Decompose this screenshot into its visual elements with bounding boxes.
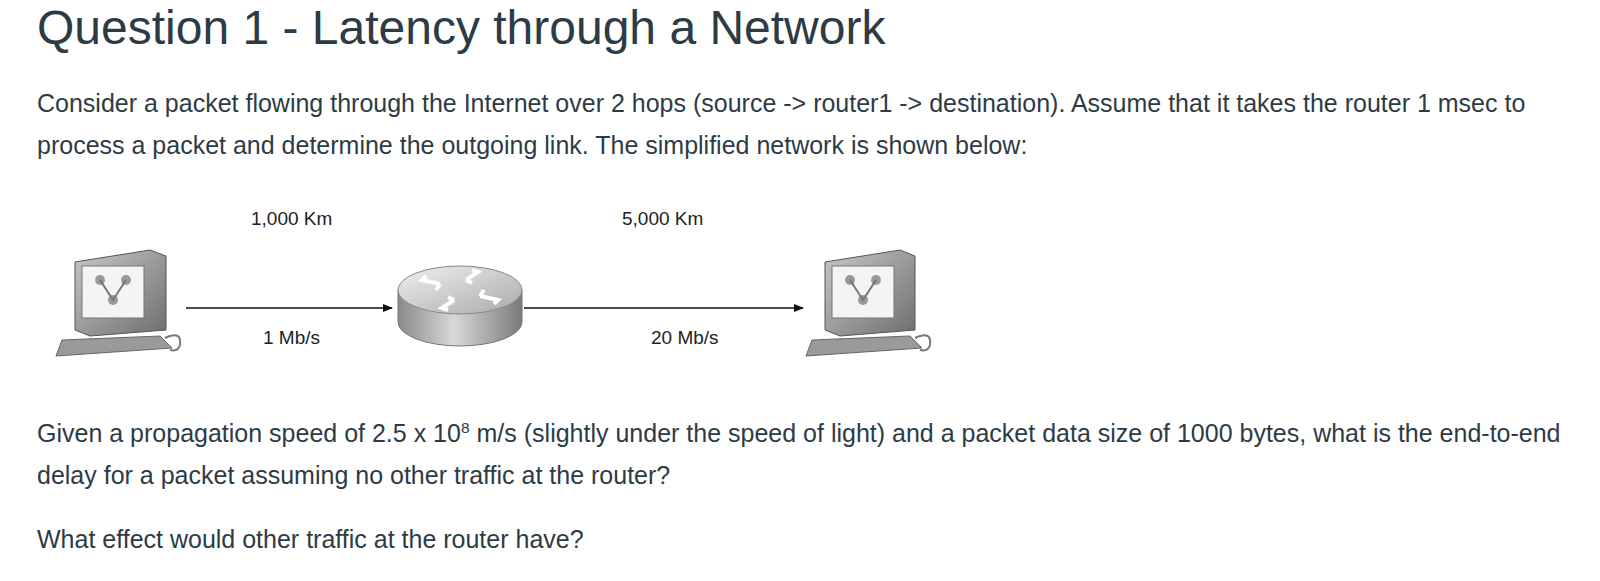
distance-label: 1,000 Km bbox=[251, 207, 332, 231]
link-arrow bbox=[186, 307, 392, 309]
exponent: 8 bbox=[461, 419, 470, 436]
question-text: Consider a packet flowing through the In… bbox=[37, 82, 1567, 166]
router-icon bbox=[398, 266, 522, 346]
source-computer bbox=[56, 250, 180, 356]
question-text: Given a propagation speed of 2.5 x 10 bbox=[37, 419, 461, 447]
bandwidth-label: 1 Mb/s bbox=[263, 326, 320, 350]
distance-label: 5,000 Km bbox=[622, 207, 703, 231]
destination-computer bbox=[806, 250, 930, 356]
link-arrow bbox=[524, 307, 803, 309]
question-text: What effect would other traffic at the r… bbox=[37, 518, 1567, 560]
page-title: Question 1 - Latency through a Network bbox=[37, 0, 885, 56]
question-paragraph: Given a propagation speed of 2.5 x 108m/… bbox=[37, 412, 1567, 496]
bandwidth-label: 20 Mb/s bbox=[651, 326, 719, 350]
